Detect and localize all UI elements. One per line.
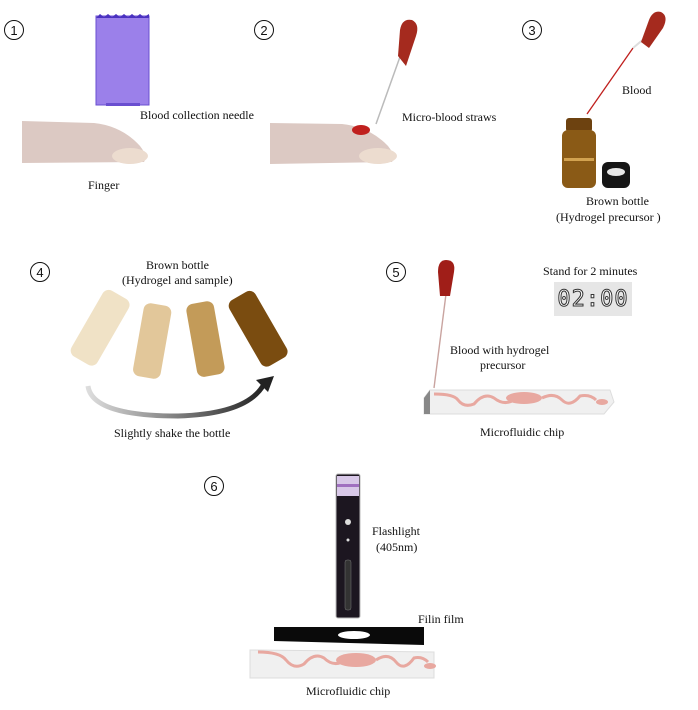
- straw-label: Micro-blood straws: [402, 110, 497, 124]
- micro-blood-straw-illustration: [375, 19, 418, 125]
- shake-bottle-label-line1: Brown bottle: [146, 258, 209, 272]
- step-4-badge: 4: [30, 262, 50, 282]
- finger-illustration: [22, 121, 148, 164]
- blood-hydrogel-label-line2: precursor: [480, 358, 526, 372]
- microfluidic-chip-illustration-step6: [249, 649, 436, 679]
- shake-bottle-label-line2: (Hydrogel and sample): [122, 273, 233, 287]
- step-2-badge: 2: [254, 20, 274, 40]
- timer-display: 02:00: [554, 282, 632, 316]
- blood-collection-needle-illustration: [95, 14, 150, 106]
- step-1-badge: 1: [4, 20, 24, 40]
- filter-film-illustration: [274, 627, 424, 645]
- blood-label: Blood: [622, 83, 652, 97]
- film-label: Filin film: [418, 612, 464, 626]
- chip-label-step6: Microfluidic chip: [306, 684, 391, 698]
- pricked-finger-illustration: [270, 123, 397, 164]
- bottle-label-line1: Brown bottle: [586, 194, 649, 208]
- shake-label: Slightly shake the bottle: [114, 426, 231, 440]
- needle-label: Blood collection needle: [140, 108, 254, 122]
- step-6-badge: 6: [204, 476, 224, 496]
- rotation-arrow-icon: [85, 376, 274, 419]
- flashlight-illustration: [335, 473, 361, 619]
- stand-label: Stand for 2 minutes: [543, 264, 638, 278]
- bottle-label-line2: (Hydrogel precursor ): [556, 210, 661, 224]
- shaking-bottles-illustration: [70, 289, 288, 379]
- microfluidic-chip-illustration: [423, 389, 615, 415]
- step-5-badge: 5: [386, 262, 406, 282]
- flashlight-label-line1: Flashlight: [372, 524, 421, 538]
- blood-hydrogel-label-line1: Blood with hydrogel: [450, 343, 550, 357]
- dropper-with-blood-illustration: [433, 260, 455, 389]
- finger-label: Finger: [88, 178, 120, 192]
- brown-bottle-illustration: [562, 118, 630, 188]
- flashlight-label-line2: (405nm): [376, 540, 418, 554]
- step-3-badge: 3: [522, 20, 542, 40]
- chip-label-step5: Microfluidic chip: [480, 425, 565, 439]
- blood-dropper-illustration: [586, 11, 666, 115]
